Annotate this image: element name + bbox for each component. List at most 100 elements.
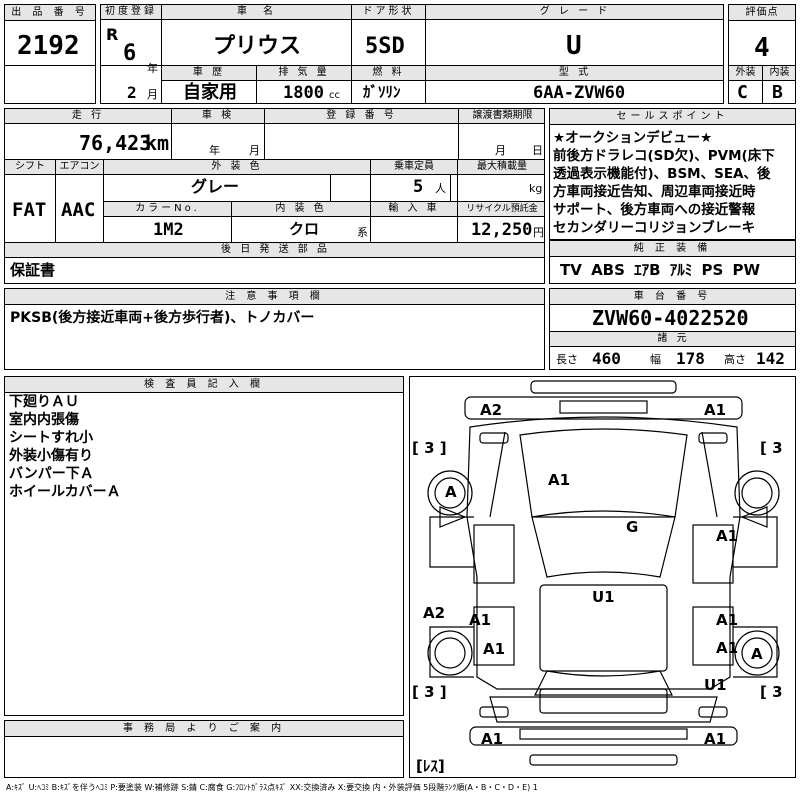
sales-line: 前後方ドラレコ(SD欠)、PVM(床下	[553, 148, 775, 164]
reg-month: 2	[127, 83, 137, 102]
damage-mark: U1	[704, 676, 727, 694]
door-label: ドア形状	[352, 5, 425, 19]
sales-points-box: セールスポイント ★オークションデビュー★ 前後方ドラレコ(SD欠)、PVM(床…	[549, 108, 796, 240]
office-label: 事 務 局 よ り ご 案 内	[5, 721, 403, 737]
inspector-line: シートすれ小	[9, 430, 93, 446]
damage-mark: A1	[704, 730, 727, 748]
car-outline	[427, 380, 780, 766]
model-label: 型 式	[426, 66, 723, 80]
capacity-unit: 人	[435, 182, 446, 195]
recycle: 12,250	[471, 220, 533, 240]
rating-bracket: [ 3	[760, 439, 783, 457]
score: 4	[754, 33, 770, 63]
displacement-unit: cc	[329, 90, 340, 101]
chassis-number: ZVW60-4022520	[592, 306, 749, 330]
chassis-label: 車 台 番 号	[550, 289, 795, 305]
load-label: 最大積載量	[458, 160, 544, 174]
shift: FAT	[12, 199, 47, 221]
damage-mark: A1	[704, 401, 727, 419]
insp-month-unit: 月	[249, 144, 260, 157]
damage-mark: A1	[483, 640, 506, 658]
recycle-label: リサイクル預託金	[458, 202, 544, 216]
damage-mark: A2	[480, 401, 503, 419]
length: 460	[592, 349, 621, 368]
inspector-line: ホイールカバーＡ	[9, 484, 121, 500]
history-label: 車 歴	[162, 66, 256, 80]
damage-mark: A1	[716, 611, 739, 629]
inspector-line: 下廻りＡＵ	[9, 394, 79, 410]
fuel: ｶﾞｿﾘﾝ	[363, 83, 401, 101]
plate-label: 登 録 番 号	[265, 109, 458, 123]
era: R	[106, 25, 119, 44]
damage-mark: A2	[423, 604, 446, 622]
year-unit: 年	[147, 62, 158, 75]
inspector-box: 検 査 員 記 入 欄 下廻りＡＵ 室内内張傷 シートすれ小 外装小傷有り バン…	[4, 376, 404, 716]
interior-color: クロ	[289, 220, 320, 238]
transfer-month-unit: 月	[495, 144, 506, 157]
sales-line: 方車両接近告知、周辺車両接近時	[553, 184, 756, 200]
int-score: B	[772, 82, 783, 103]
notes-box: 注 意 事 項 欄 PKSB(後方接近車両+後方歩行者)、トノカバー	[4, 288, 545, 370]
length-label: 長さ	[556, 353, 578, 366]
rating-bracket: [ 3	[760, 683, 783, 701]
sales-line: セカンダリーコリジョンブレーキ	[553, 220, 756, 236]
inspector-line: バンパー下Ａ	[9, 466, 94, 482]
first-reg-label: 初度登録	[101, 5, 161, 19]
ext-score: C	[737, 82, 748, 103]
chassis-box: 車 台 番 号 ZVW60-4022520 諸 元 長さ 460 幅 178 高…	[549, 288, 796, 370]
sales-line: ★オークションデビュー★	[553, 130, 713, 146]
score-box: 評価点 4 外装 内装 C B	[728, 4, 796, 104]
interior-color-label: 内 装 色	[232, 202, 370, 216]
notes-text: PKSB(後方接近車両+後方歩行者)、トノカバー	[10, 310, 315, 326]
sales-line: 透過表示機能付)、BSM、SEA、後	[553, 166, 771, 182]
equipment-items: TV ABS ｴｱB ｱﾙﾐ PS PW	[560, 261, 761, 279]
inspection-label: 車 検	[172, 109, 264, 123]
fuel-label: 燃 料	[352, 66, 425, 80]
damage-mark: A1	[716, 527, 739, 545]
ext-label: 外装	[729, 66, 762, 80]
color-no: 1M2	[153, 220, 184, 240]
height-label: 高さ	[724, 353, 746, 366]
notes-label: 注 意 事 項 欄	[5, 289, 544, 305]
shift-label: シフト	[5, 160, 55, 174]
inspector-line: 室内内張傷	[9, 412, 79, 428]
exterior-color-label: 外 装 色	[104, 160, 370, 174]
damage-mark: A1	[548, 471, 571, 489]
inspector-line: 外装小傷有り	[9, 448, 93, 464]
damage-mark: A1	[469, 611, 492, 629]
door-type: 5SD	[365, 34, 405, 59]
damage-mark: A1	[481, 730, 504, 748]
damage-mark: A1	[716, 639, 739, 657]
insp-year-unit: 年	[209, 144, 220, 157]
height: 142	[756, 349, 785, 368]
mileage-label: 走 行	[5, 109, 171, 123]
vehicle-info-box: 初度登録 車 名 ドア形状 グ レ ー ド R 6 年 プリウス 5SD U 車…	[100, 4, 724, 104]
lot-box: 出 品 番 号 2192	[4, 4, 96, 104]
history: 自家用	[183, 82, 237, 103]
later-parts: 保証書	[10, 261, 56, 279]
grade-label: グ レ ー ド	[426, 5, 723, 19]
score-label: 評価点	[729, 5, 795, 21]
recycle-unit: 円	[533, 226, 544, 239]
car-name-label: 車 名	[162, 5, 351, 19]
damage-mark: A	[751, 645, 763, 663]
transfer-day-unit: 日	[532, 144, 543, 157]
damage-mark: A	[445, 483, 457, 501]
inspector-label: 検 査 員 記 入 欄	[5, 377, 403, 393]
month-unit: 月	[147, 88, 158, 101]
displacement: 1800	[283, 83, 324, 103]
lot-label: 出 品 番 号	[5, 5, 95, 21]
displacement-label: 排 気 量	[257, 66, 351, 80]
width-label: 幅	[650, 353, 661, 366]
damage-mark: G	[626, 518, 639, 536]
rating-bracket: [ 3 ]	[412, 439, 447, 457]
color-no-label: カラーNo.	[104, 202, 231, 216]
later-parts-label: 後 日 発 送 部 品	[5, 243, 544, 257]
mileage-unit: km	[145, 131, 170, 155]
rating-bracket: [ﾚｽ]	[416, 757, 445, 775]
legend: A:ｷｽﾞ U:ﾍｺﾐ B:ｷｽﾞを伴うﾍｺﾐ P:要塗装 W:補修跡 S:錆 …	[6, 783, 538, 792]
int-label: 内装	[763, 66, 795, 80]
capacity-label: 乗車定員	[371, 160, 457, 174]
detail-box: 走 行 車 検 登 録 番 号 譲渡書類期限 76,423 km 年 月 月 日…	[4, 108, 545, 284]
car-name: プリウス	[213, 34, 302, 59]
